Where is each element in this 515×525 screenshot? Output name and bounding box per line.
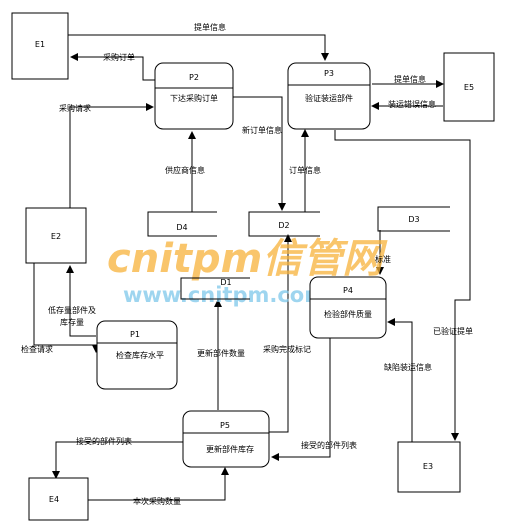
store-d1: D1 (180, 277, 250, 300)
process-p3-name: 验证装运部件 (305, 93, 353, 103)
flow-e2-p2 (69, 103, 154, 208)
flow-label-p5-d2: 采购完成标记 (263, 344, 311, 354)
flow-e1-p3 (68, 34, 329, 61)
entity-e5-label: E5 (464, 83, 474, 92)
process-p4: P4 检验部件质量 (309, 276, 387, 339)
flow-label-p3-e5: 提单信息 (394, 74, 426, 84)
process-p2-id: P2 (189, 73, 199, 82)
process-p4-id: P4 (343, 286, 353, 295)
flow-label-p2-e1: 采购订单 (103, 52, 135, 62)
flow-label-p1-e2-line2: 库存量 (60, 317, 84, 327)
process-p3-id: P3 (324, 69, 334, 78)
flow-label-d3-p4: 标准 (375, 254, 391, 264)
flow-e4-p5 (88, 467, 229, 501)
flow-label-p2-d2: 新订单信息 (242, 125, 282, 135)
flow-p4-p5 (271, 338, 331, 461)
flow-p2-d2 (232, 96, 286, 211)
store-d3: D3 (377, 206, 450, 232)
store-d1-label: D1 (220, 278, 231, 287)
flow-label-p1-e2-line1: 低存量部件及 (48, 305, 96, 315)
flow-label-e5-p3: 装运错误信息 (388, 99, 436, 109)
flow-label-d4-p2: 供应商信息 (165, 165, 205, 175)
watermark-url: www.cnitpm.com (123, 283, 326, 307)
store-d2-label: D2 (278, 221, 289, 230)
store-d3-label: D3 (408, 215, 419, 224)
store-d4: D4 (147, 211, 217, 237)
flow-label-e2-p2: 采购请求 (59, 103, 91, 113)
process-p1-name: 检查库存水平 (116, 350, 164, 360)
entity-e1-label: E1 (35, 40, 45, 49)
store-d2: D2 (248, 211, 320, 237)
flow-label-e2-p1: 检查请求 (21, 344, 53, 354)
flow-p2-e1 (70, 53, 155, 81)
process-p5-id: P5 (220, 421, 230, 430)
flow-e2-p1 (33, 262, 100, 353)
process-p3: P3 验证装运部件 (287, 62, 371, 130)
entity-e5: E5 (443, 52, 495, 122)
entity-e3-label: E3 (423, 462, 433, 471)
process-p1: P1 检查库存水平 (96, 320, 178, 390)
entity-e4-label: E4 (49, 495, 59, 504)
process-p2: P2 下达采购订单 (154, 62, 234, 130)
flow-p1-e2 (66, 265, 96, 337)
process-p5: P5 更新部件库存 (182, 410, 270, 468)
entity-e2-label: E2 (51, 232, 61, 241)
entity-e4: E4 (28, 477, 89, 521)
flow-p5-d2 (268, 234, 292, 433)
process-p4-name: 检验部件质量 (324, 309, 372, 319)
store-d4-label: D4 (176, 223, 187, 232)
entity-e3: E3 (397, 441, 461, 493)
process-p5-name: 更新部件库存 (206, 444, 254, 454)
flow-p5-e4 (52, 441, 183, 479)
entity-e1: E1 (11, 12, 69, 80)
flow-label-e1-p3: 提单信息 (194, 22, 226, 32)
process-p1-id: P1 (130, 330, 140, 339)
flow-label-p5-d1: 更新部件数量 (197, 348, 245, 358)
flow-label-d2-p3: 订单信息 (289, 165, 321, 175)
flow-label-e3-p4: 缺陷装运信息 (384, 362, 432, 372)
flow-label-p4-p5: 接受的部件列表 (301, 440, 357, 450)
watermark-brand: cnitpm信管网 (107, 236, 388, 282)
entity-e2: E2 (25, 207, 87, 264)
flow-label-p5-e4: 接受的部件列表 (76, 436, 132, 446)
flow-e3-p4 (387, 318, 413, 442)
flow-label-p3-e3: 已验证提单 (433, 326, 473, 336)
flow-label-e4-p5: 本次采购数量 (133, 496, 181, 506)
flow-p3-e3 (334, 130, 471, 441)
process-p2-name: 下达采购订单 (170, 93, 218, 103)
